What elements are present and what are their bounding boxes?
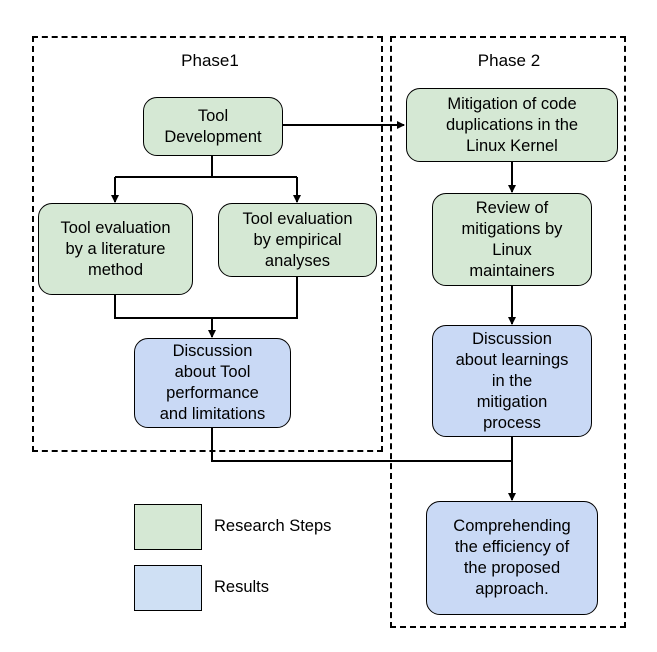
phase1-title: Phase1 [181,51,239,70]
node-discussion-tool: Discussion about Tool performance and li… [134,338,291,428]
edge-empirical-to-discussion [208,277,298,338]
legend-research-swatch [134,504,202,550]
node-tool-development: Tool Development [143,97,283,156]
legend-results-swatch [134,565,202,611]
legend-results-label: Results [214,578,270,596]
node-comprehending-label: Comprehending the efficiency of the prop… [453,517,571,598]
node-eval-literature-label: Tool evaluation by a literature method [60,218,171,279]
node-mitigation: Mitigation of code duplications in the L… [406,88,618,162]
node-mitigation-label: Mitigation of code duplications in the L… [445,94,579,155]
node-comprehending: Comprehending the efficiency of the prop… [426,501,598,615]
edge-tooldiscussion-to-comprehending [211,428,512,462]
node-discussion-learnings: Discussion about learnings in the mitiga… [432,325,592,437]
node-discussion-learnings-label: Discussion about learnings in the mitiga… [455,329,569,432]
phase1-container [32,36,383,452]
phase2-title: Phase 2 [477,51,541,70]
node-tool-development-label: Tool Development [164,106,262,146]
legend-research-label: Research Steps [214,517,332,535]
node-review-label: Review of mitigations by Linux maintaine… [461,198,563,280]
node-eval-empirical: Tool evaluation by empirical analyses [218,203,377,277]
edge-literature-to-discussion [114,295,212,319]
phase2-container [390,36,626,628]
node-eval-literature: Tool evaluation by a literature method [38,203,193,295]
node-eval-empirical-label: Tool evaluation by empirical analyses [242,209,353,270]
node-discussion-tool-label: Discussion about Tool performance and li… [159,342,266,423]
node-review: Review of mitigations by Linux maintaine… [432,193,592,286]
